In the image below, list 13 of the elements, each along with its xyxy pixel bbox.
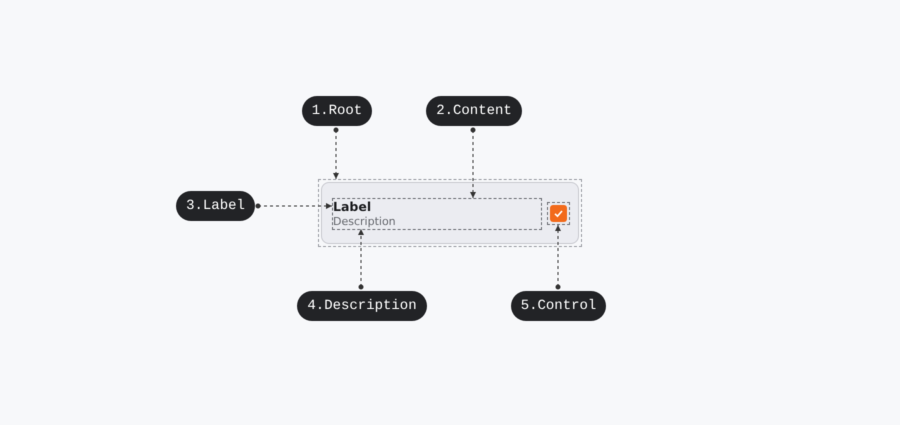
callout-pill: 5.Control — [511, 291, 606, 321]
callout-pill: 1.Root — [302, 96, 372, 126]
callout-pill: 2.Content — [426, 96, 522, 126]
callout-pill: 3.Label — [176, 191, 255, 221]
leader-arrow — [358, 228, 364, 290]
label-text: Label — [333, 199, 372, 214]
leader-arrow — [470, 128, 476, 198]
leader-arrow — [333, 128, 339, 180]
description-text: Description — [333, 215, 396, 229]
content-outline — [332, 198, 542, 230]
leader-arrow — [555, 224, 561, 290]
callout-pill: 4.Description — [297, 291, 427, 321]
leader-arrow — [256, 203, 332, 209]
